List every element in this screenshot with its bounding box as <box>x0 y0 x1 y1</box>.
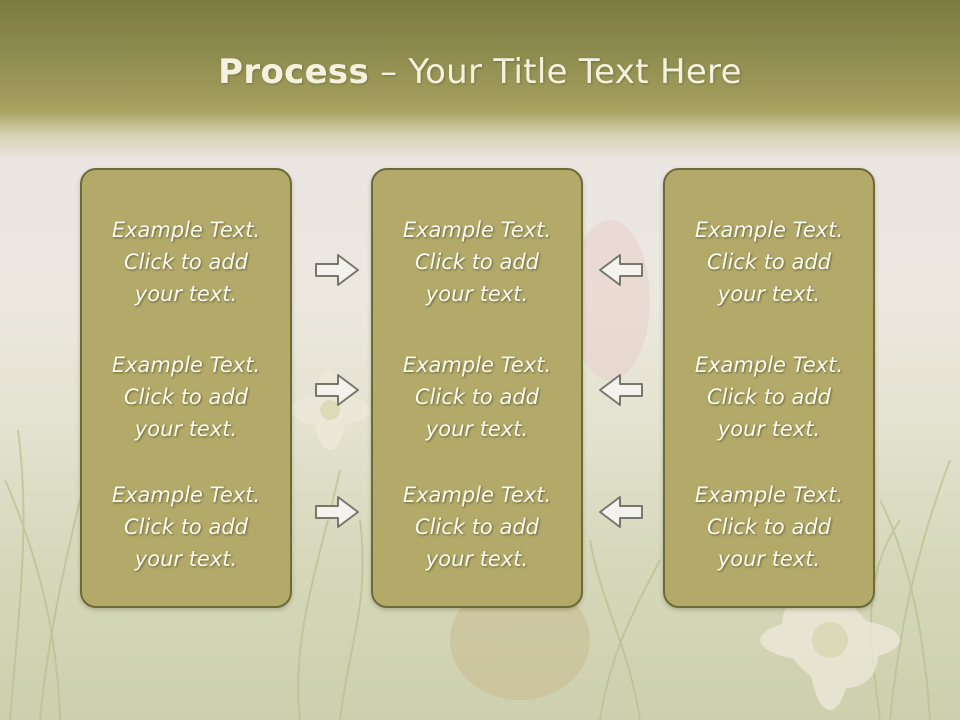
column-2-text-2[interactable]: Example Text. Click to add your text. <box>402 353 552 441</box>
column-2-text-3[interactable]: Example Text. Click to add your text. <box>402 483 552 571</box>
process-column-3[interactable]: Example Text. Click to add your text. Ex… <box>663 168 875 608</box>
arrow-left-icon <box>599 374 643 406</box>
column-3-text-1[interactable]: Example Text. Click to add your text. <box>694 218 844 306</box>
arrow-left-icon <box>599 496 643 528</box>
column-1-text-3[interactable]: Example Text. Click to add your text. <box>111 483 261 571</box>
arrow-right-icon <box>315 496 359 528</box>
process-column-1[interactable]: Example Text. Click to add your text. Ex… <box>80 168 292 608</box>
process-column-2[interactable]: Example Text. Click to add your text. Ex… <box>371 168 583 608</box>
column-3-text-3[interactable]: Example Text. Click to add your text. <box>694 483 844 571</box>
title-bold: Process <box>218 52 370 92</box>
arrow-right-icon <box>315 254 359 286</box>
column-2-text-1[interactable]: Example Text. Click to add your text. <box>402 218 552 306</box>
arrow-left-icon <box>599 254 643 286</box>
slide-title[interactable]: Process – Your Title Text Here <box>0 52 960 92</box>
arrow-right-icon <box>315 374 359 406</box>
column-3-text-2[interactable]: Example Text. Click to add your text. <box>694 353 844 441</box>
title-bar <box>0 0 960 160</box>
column-1-text-2[interactable]: Example Text. Click to add your text. <box>111 353 261 441</box>
title-rest: – Your Title Text Here <box>369 52 742 92</box>
column-1-text-1[interactable]: Example Text. Click to add your text. <box>111 218 261 306</box>
